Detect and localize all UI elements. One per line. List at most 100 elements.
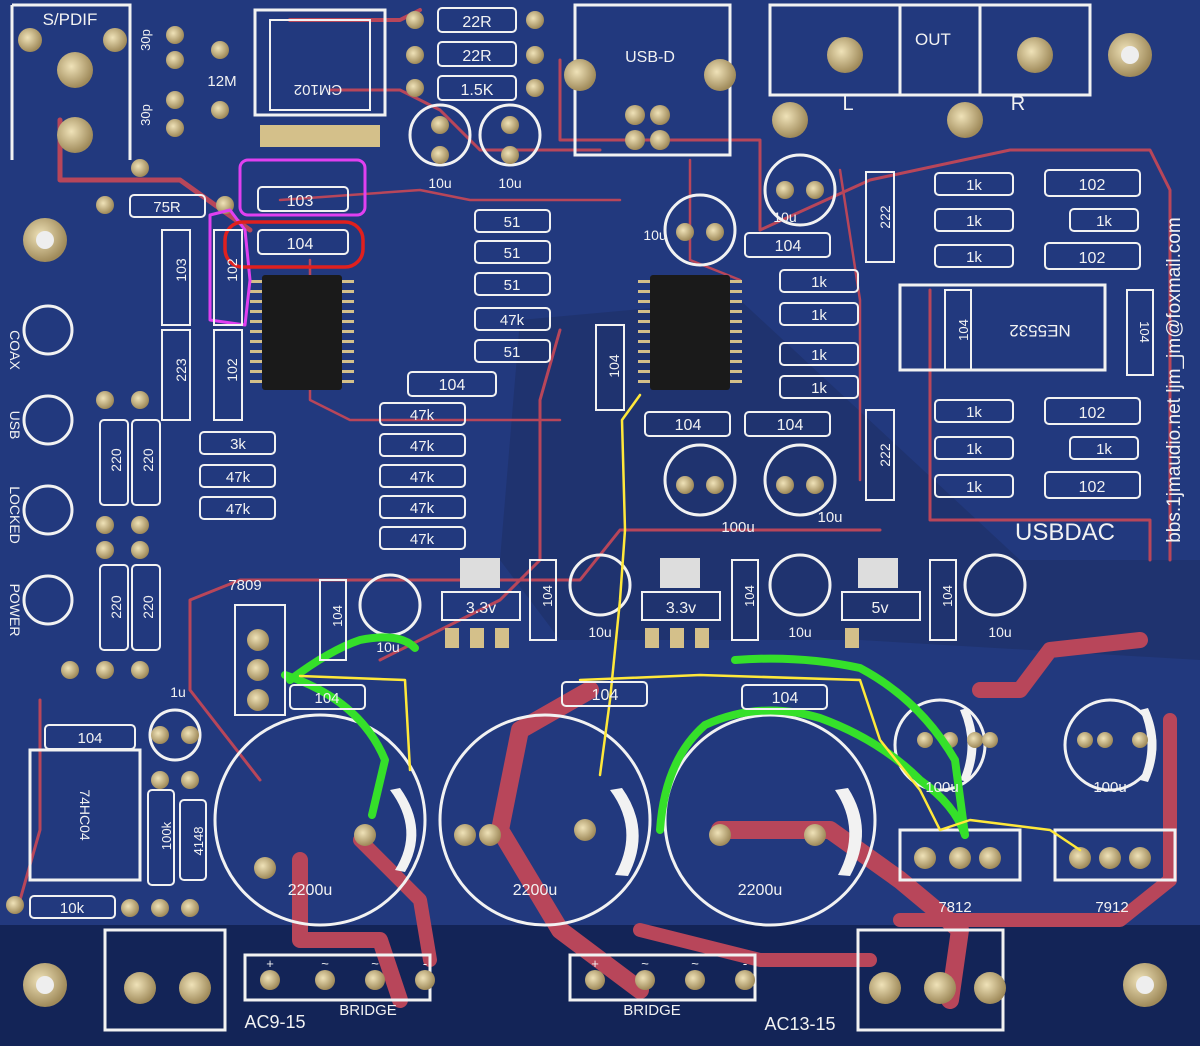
c102-v-a: 102 — [224, 258, 240, 282]
r1k-i: 1k — [966, 404, 982, 421]
c104-h1: 104 — [314, 690, 339, 707]
pol-plus-left: + — [266, 956, 274, 971]
r1k-c: 1k — [811, 347, 827, 364]
label-usb-d: USB-D — [625, 49, 675, 66]
label-usbdac: USBDAC — [1015, 519, 1115, 546]
polarity-bands — [390, 708, 1157, 876]
label-spdif: S/PDIF — [43, 10, 98, 29]
pol-plus-right: + — [591, 956, 599, 971]
c103-v: 103 — [173, 258, 189, 282]
label-out: OUT — [915, 30, 951, 49]
c10u-d: 10u — [773, 209, 796, 225]
c223-v: 223 — [173, 358, 189, 382]
r3k: 3k — [230, 436, 246, 453]
d4148: 4148 — [191, 827, 206, 856]
xtal-12m: 12M — [207, 73, 236, 90]
label-left: L — [842, 93, 853, 115]
ic-packages — [250, 19, 898, 648]
c1u: 1u — [170, 684, 186, 700]
label-bridge-left: BRIDGE — [339, 1002, 397, 1019]
c100u-c: 100u — [1093, 779, 1126, 796]
r1k-e: 1k — [966, 177, 982, 194]
r1k-k: 1k — [966, 479, 982, 496]
top-resistors: 22R 22R 1.5K — [437, 7, 517, 101]
r47k-h: 47k — [410, 531, 435, 548]
r47k-f: 47k — [410, 469, 435, 486]
c104-a: 104 — [675, 417, 702, 434]
r47k-g: 47k — [410, 500, 435, 517]
r1k-g: 1k — [966, 249, 982, 266]
r47k-d: 47k — [410, 407, 435, 424]
reg-7912: 7912 — [1095, 899, 1128, 916]
c103-h: 103 — [287, 193, 314, 210]
reg-3v3-a: 3.3v — [466, 600, 496, 617]
label-ac9-15: AC9-15 — [244, 1012, 305, 1032]
c104-r-a: 104 — [956, 319, 971, 341]
c104-v-mid: 104 — [606, 354, 622, 378]
r51-a: 51 — [504, 214, 521, 231]
pol-ac-left-2: ~ — [371, 956, 379, 971]
chip-cm102: CM102 — [294, 81, 342, 98]
hand-annotations — [208, 158, 1082, 852]
c102-d: 102 — [1079, 479, 1106, 496]
label-right: R — [1011, 93, 1025, 115]
r47k-e: 47k — [410, 438, 435, 455]
c2200u-b: 2200u — [513, 882, 558, 899]
r75r: 75R — [153, 199, 181, 216]
c100u-a: 100u — [721, 519, 754, 536]
r51-b: 51 — [504, 245, 521, 262]
c30b: 30p — [138, 104, 153, 126]
c10u-r2: 10u — [588, 624, 611, 640]
reg-5v: 5v — [872, 600, 889, 617]
label-usb: USB — [7, 411, 23, 440]
r1k-d: 1k — [811, 380, 827, 397]
c100u-b: 100u — [925, 779, 958, 796]
c104-reg1: 104 — [330, 605, 345, 627]
reg-3v3-b: 3.3v — [666, 600, 696, 617]
r1-5k: 1.5K — [461, 82, 494, 99]
r51-c: 51 — [504, 277, 521, 294]
r100k: 100k — [159, 821, 174, 850]
c104-b: 104 — [777, 417, 804, 434]
c10u-b: 10u — [498, 175, 521, 191]
c104-h: 104 — [287, 236, 314, 253]
label-coax: COAX — [7, 330, 23, 370]
r22r-a: 22R — [462, 14, 491, 31]
r220-b: 220 — [140, 448, 156, 472]
pol-ac-left-1: ~ — [321, 956, 329, 971]
r51-d: 51 — [504, 344, 521, 361]
r1k-b: 1k — [811, 307, 827, 324]
c10u-a: 10u — [428, 175, 451, 191]
c10u-r4: 10u — [988, 624, 1011, 640]
c102-b: 102 — [1079, 250, 1106, 267]
r1k-j: 1k — [966, 441, 982, 458]
label-bridge-right: BRIDGE — [623, 1002, 681, 1019]
reg-7809: 7809 — [228, 577, 261, 594]
c104-r-b: 104 — [1137, 321, 1152, 343]
c10u-r3: 10u — [788, 624, 811, 640]
pol-minus-left: - — [423, 956, 427, 971]
through-hole-pads — [6, 11, 1151, 1004]
pol-ac-right-1: ~ — [641, 956, 649, 971]
c104-h2: 104 — [592, 687, 619, 704]
reg-7812: 7812 — [938, 899, 971, 916]
c102-c: 102 — [1079, 405, 1106, 422]
c104-left: 104 — [77, 730, 102, 747]
pol-minus-right: - — [743, 956, 747, 971]
c222-b: 222 — [877, 443, 893, 467]
r47k-c: 47k — [500, 312, 525, 329]
pol-ac-right-2: ~ — [691, 956, 699, 971]
c2200u-c: 2200u — [738, 882, 783, 899]
c10u-r1: 10u — [376, 639, 399, 655]
c2200u-a: 2200u — [288, 882, 333, 899]
r1k-h: 1k — [1096, 213, 1112, 230]
r1k-l: 1k — [1096, 441, 1112, 458]
c102-v-b: 102 — [224, 358, 240, 382]
r10k: 10k — [60, 900, 85, 917]
c104-m: 104 — [439, 377, 466, 394]
c104-v-h3: 104 — [772, 690, 799, 707]
r220-d: 220 — [140, 595, 156, 619]
